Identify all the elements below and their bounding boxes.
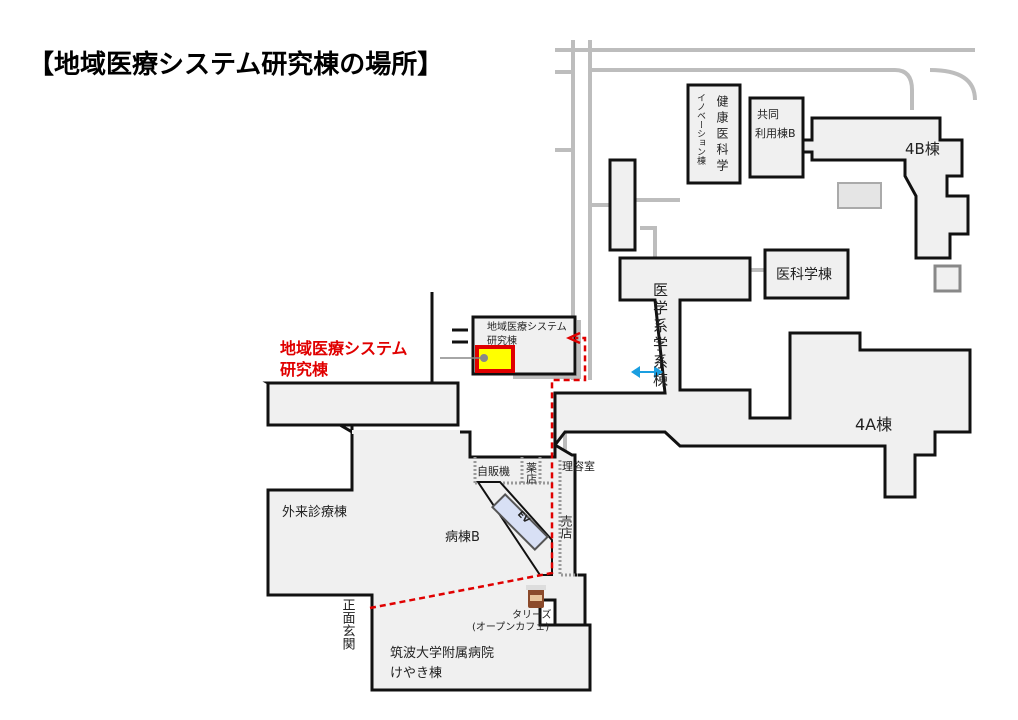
b4-label: 4B棟 <box>905 140 940 158</box>
target-highlight[interactable] <box>475 345 515 373</box>
pharmacy-label: 薬店 <box>525 462 538 484</box>
barber-label: 理容室 <box>562 459 595 473</box>
coffee-cup-icon <box>526 585 546 608</box>
vending-label: 自販機 <box>477 464 510 478</box>
cafe-label: タリーズ <box>512 608 552 621</box>
main-entrance-label: 正面玄関 <box>340 598 356 651</box>
outpatient-label: 外来診療棟 <box>282 504 347 520</box>
building-4b <box>801 116 970 260</box>
medical-building <box>553 256 972 499</box>
page-title: 【地域医療システム研究棟の場所】 <box>28 49 443 80</box>
small-structure <box>837 182 882 209</box>
health-label: 健康医科学 <box>715 95 729 175</box>
ward-b-label: 病棟B <box>445 530 480 545</box>
medsci-label: 医科学棟 <box>776 267 832 283</box>
shared-building-b <box>748 96 805 179</box>
target-label-line1: 地域医療システム <box>280 339 408 358</box>
target-label-line2: 研究棟 <box>280 360 329 379</box>
cafe-label: (オープンカフェ) <box>472 621 549 633</box>
medical-annex <box>608 158 637 252</box>
medical-label: 医学系学系棟 <box>651 282 669 390</box>
a4-label: 4A棟 <box>855 415 892 434</box>
shared-label: 利用棟B <box>755 126 796 140</box>
research-label: 地域医療システム <box>487 320 567 333</box>
road-lines <box>430 292 468 383</box>
shop-partitions <box>473 457 578 577</box>
medical-science-building <box>763 248 850 300</box>
elevator <box>491 493 549 551</box>
research-building <box>440 315 581 379</box>
hospital-label: 筑波大学附属病院 <box>390 645 494 661</box>
walking-route <box>369 336 587 610</box>
hospital-label: けやき棟 <box>390 666 442 681</box>
innovation-health-building <box>686 83 742 185</box>
double-arrow-icon <box>631 366 663 378</box>
shared-label: 共同 <box>757 108 779 121</box>
connecting-corridor <box>266 381 460 427</box>
location-dot <box>480 354 488 362</box>
shop-label: 売店 <box>559 514 573 539</box>
research-label: 研究棟 <box>487 334 517 347</box>
route-arrow-icon <box>565 331 581 345</box>
small-structure <box>933 264 962 293</box>
innovation-label: イノベーション棟 <box>695 93 706 166</box>
